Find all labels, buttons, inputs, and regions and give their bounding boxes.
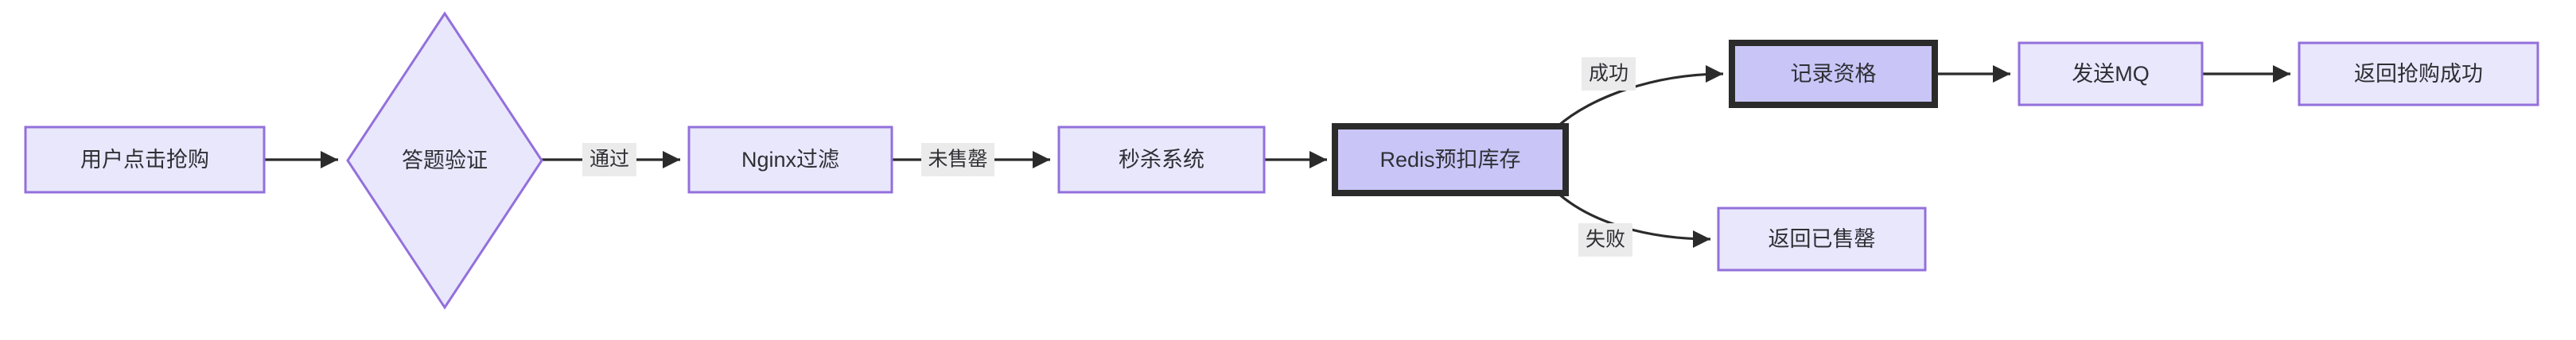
process-box-emphasis-shape[interactable] bbox=[1729, 40, 1938, 108]
edge-e1 bbox=[264, 151, 338, 168]
arrow-head-icon bbox=[1706, 65, 1723, 83]
edge-label-e6: 失败 bbox=[1578, 223, 1632, 257]
node-n5[interactable]: Redis预扣库存 bbox=[1332, 123, 1569, 196]
process-box-shape[interactable] bbox=[2298, 41, 2539, 106]
process-box-shape[interactable] bbox=[1717, 207, 1927, 272]
node-n3[interactable]: Nginx过滤 bbox=[687, 126, 893, 194]
process-box-shape[interactable] bbox=[24, 126, 266, 194]
node-n2[interactable]: 答题验证 bbox=[346, 11, 543, 310]
arrow-head-icon bbox=[1993, 65, 2010, 83]
edge-label-text: 成功 bbox=[1589, 63, 1628, 85]
edge-label-background bbox=[1578, 223, 1632, 257]
node-n6[interactable]: 记录资格 bbox=[1729, 40, 1938, 108]
edge-label-e5: 成功 bbox=[1582, 57, 1636, 91]
edge-label-text: 失败 bbox=[1586, 229, 1625, 251]
edge-e4 bbox=[1264, 151, 1327, 168]
arrow-head-icon bbox=[2273, 65, 2290, 83]
decision-diamond-shape[interactable] bbox=[346, 11, 543, 310]
process-box-shape[interactable] bbox=[687, 126, 893, 194]
edge-label-e2: 通过 bbox=[582, 143, 636, 176]
node-n1[interactable]: 用户点击抢购 bbox=[24, 126, 266, 194]
arrow-head-icon bbox=[321, 151, 338, 168]
node-label: 用户点击抢购 bbox=[80, 148, 209, 172]
arrow-head-icon bbox=[1309, 151, 1327, 168]
nodes-layer: 用户点击抢购 答题验证 Nginx过滤 秒杀系统 Redis预扣库存 记录资格 发送MQ 返回… bbox=[24, 11, 2539, 310]
edge-e8 bbox=[2202, 65, 2290, 83]
node-label: 秒杀系统 bbox=[1119, 148, 1204, 172]
process-box-shape[interactable] bbox=[1057, 126, 1266, 194]
process-box-emphasis-shape[interactable] bbox=[1332, 123, 1569, 196]
edge-label-e3: 未售罄 bbox=[921, 143, 994, 176]
arrow-head-icon bbox=[1033, 151, 1050, 168]
node-label: 答题验证 bbox=[402, 149, 488, 172]
node-n7[interactable]: 发送MQ bbox=[2018, 41, 2204, 106]
node-label: 返回已售罄 bbox=[1769, 227, 1876, 251]
node-n8[interactable]: 返回抢购成功 bbox=[2298, 41, 2539, 106]
node-label: Nginx过滤 bbox=[741, 148, 839, 172]
edge-label-text: 通过 bbox=[590, 149, 629, 171]
arrow-head-icon bbox=[663, 151, 680, 168]
node-label: 返回抢购成功 bbox=[2354, 62, 2483, 86]
node-label: 记录资格 bbox=[1791, 62, 1877, 86]
edge-label-background bbox=[921, 143, 994, 176]
arrow-head-icon bbox=[1693, 230, 1710, 248]
edge-label-text: 未售罄 bbox=[928, 149, 987, 171]
node-label: Redis预扣库存 bbox=[1379, 148, 1520, 172]
process-box-shape[interactable] bbox=[2018, 41, 2204, 106]
edge-label-background bbox=[1582, 57, 1636, 91]
node-n9[interactable]: 返回已售罄 bbox=[1717, 207, 1927, 272]
node-label: 发送MQ bbox=[2072, 62, 2150, 86]
edge-e7 bbox=[1935, 65, 2010, 83]
node-n4[interactable]: 秒杀系统 bbox=[1057, 126, 1266, 194]
edges-layer bbox=[264, 65, 2290, 248]
edge-label-background bbox=[582, 143, 636, 176]
